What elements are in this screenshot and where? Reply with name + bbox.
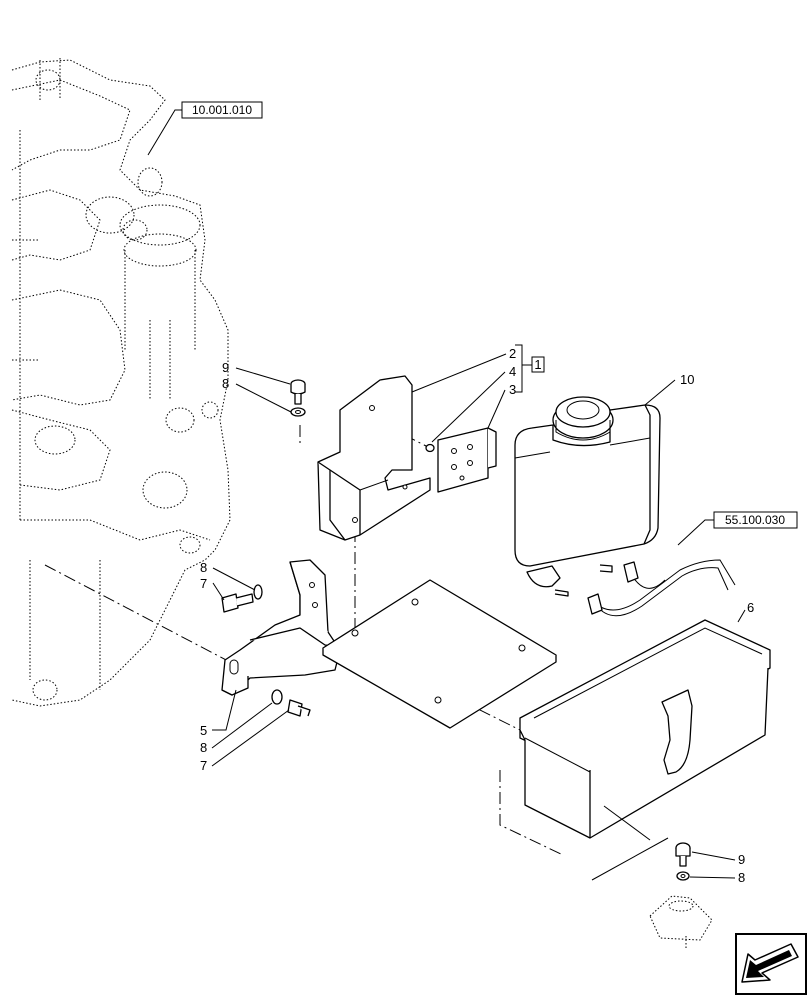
bolt-part-7-low[interactable] [287, 699, 311, 717]
reference-engine-label: 10.001.010 [192, 103, 252, 117]
callout-5: 5 [200, 723, 207, 738]
mount-phantom [649, 895, 713, 948]
mounting-bracket[interactable] [221, 559, 351, 696]
callout-10: 10 [680, 372, 694, 387]
bolt-part-9-top[interactable] [290, 379, 306, 405]
bracket-upper[interactable] [317, 375, 431, 541]
washer-fluid-tank[interactable] [514, 396, 661, 597]
kit-number: 1 [534, 357, 541, 372]
callout-9-right: 9 [738, 852, 745, 867]
reference-harness[interactable]: 55.100.030 [713, 511, 798, 529]
bolt-part-7-left[interactable] [221, 593, 254, 613]
callout-8-right: 8 [738, 870, 745, 885]
bolt-part-9-right[interactable] [675, 842, 691, 867]
kit-bracket: 1 [515, 344, 545, 393]
base-plate[interactable] [322, 579, 557, 729]
plate-small[interactable] [437, 427, 497, 493]
reference-engine[interactable]: 10.001.010 [181, 101, 263, 119]
callout-9-top: 9 [222, 360, 229, 375]
nut-part-4[interactable] [425, 443, 435, 453]
callout-6: 6 [747, 600, 754, 615]
callout-4: 4 [509, 364, 516, 379]
callout-7-low: 7 [200, 758, 207, 773]
callout-numbers: 2 4 3 10 6 9 8 8 7 5 8 7 9 8 [200, 346, 754, 885]
callout-8-top: 8 [222, 376, 229, 391]
callout-2: 2 [509, 346, 516, 361]
wiring-harness [587, 559, 736, 617]
reference-harness-label: 55.100.030 [725, 513, 785, 527]
engine-phantom-outline [11, 58, 231, 707]
callout-3: 3 [509, 382, 516, 397]
callout-8-left: 8 [200, 560, 207, 575]
callout-8-low: 8 [200, 740, 207, 755]
callout-7-left: 7 [200, 576, 207, 591]
washer-part-8-right[interactable] [676, 871, 690, 881]
washer-part-8-low[interactable] [271, 689, 283, 705]
leader-lines [211, 353, 746, 879]
washer-part-8-top[interactable] [290, 407, 306, 417]
tool-box[interactable] [519, 619, 771, 841]
washer-part-8-left[interactable] [253, 584, 263, 600]
arrow-nav-icon[interactable] [735, 933, 807, 995]
